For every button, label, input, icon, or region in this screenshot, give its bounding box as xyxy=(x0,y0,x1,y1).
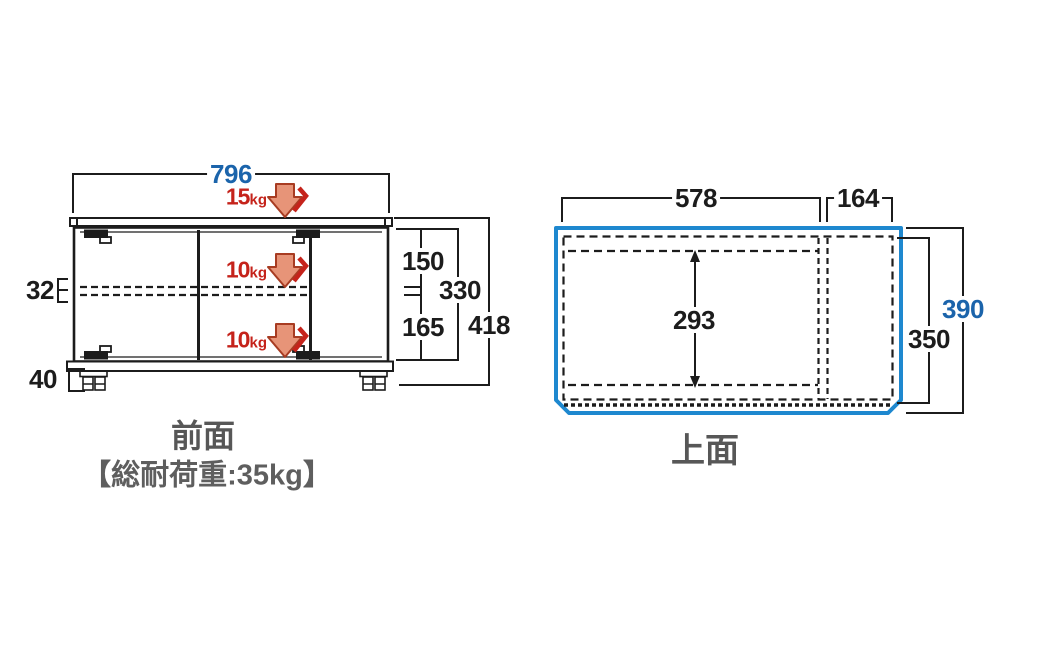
dim-label-inner-330: 330 xyxy=(436,277,484,303)
dim-label-lower-165: 165 xyxy=(399,314,447,340)
load-label-15kg: 15kg xyxy=(225,183,267,210)
load-unit: kg xyxy=(249,334,267,352)
dim-label-span-293: 293 xyxy=(670,307,718,333)
cabinet-dividers xyxy=(197,230,312,360)
dim-label-outer-depth-390: 390 xyxy=(939,296,987,322)
cabinet-top-panel xyxy=(69,217,393,227)
load-arrow-bottom xyxy=(267,323,309,358)
topview-inner-rect xyxy=(562,235,894,401)
cabinet-base-panel xyxy=(66,360,394,372)
topview-span-lines xyxy=(568,249,818,387)
front-view-drawing xyxy=(57,173,490,392)
dim-label-width-796: 796 xyxy=(207,161,255,187)
shelf-dashed-lines xyxy=(80,285,309,297)
door-hinges xyxy=(84,229,320,360)
dim-bracket-350 xyxy=(897,237,930,404)
load-arrow-middle xyxy=(267,253,309,288)
load-label-10kg-middle: 10kg xyxy=(225,256,267,283)
caster-left xyxy=(79,370,108,391)
dim-bracket-418 xyxy=(394,217,490,386)
dim-bracket-40 xyxy=(68,368,85,392)
dim-label-height-418: 418 xyxy=(465,312,513,338)
dim-label-caster-40: 40 xyxy=(29,364,57,394)
cabinet-inner-lines xyxy=(80,231,382,358)
top-view-title: 上面 xyxy=(671,432,739,470)
dim-label-upper-150: 150 xyxy=(399,248,447,274)
load-unit: kg xyxy=(249,264,267,282)
load-arrow-top xyxy=(267,183,309,218)
topview-divider-lines xyxy=(817,238,829,399)
dim-label-side-width-164: 164 xyxy=(834,185,882,211)
topview-outline xyxy=(554,226,903,415)
load-label-10kg-bottom: 10kg xyxy=(225,326,267,353)
dim-label-shelf-32: 32 xyxy=(26,275,54,305)
caster-right xyxy=(359,370,388,391)
top-view-drawing xyxy=(554,197,964,415)
capacity-note: 【総耐荷重:35kg】 xyxy=(82,459,332,492)
dim-label-inner-depth-350: 350 xyxy=(905,326,953,352)
load-unit: kg xyxy=(249,191,267,209)
dim-bracket-32 xyxy=(57,278,68,303)
dim-label-main-width-578: 578 xyxy=(672,185,720,211)
top-panel-endcaps xyxy=(76,218,386,226)
load-value: 15 xyxy=(225,183,251,210)
load-value: 10 xyxy=(225,326,251,353)
front-view-title: 前面 xyxy=(170,418,236,454)
load-value: 10 xyxy=(225,256,251,283)
